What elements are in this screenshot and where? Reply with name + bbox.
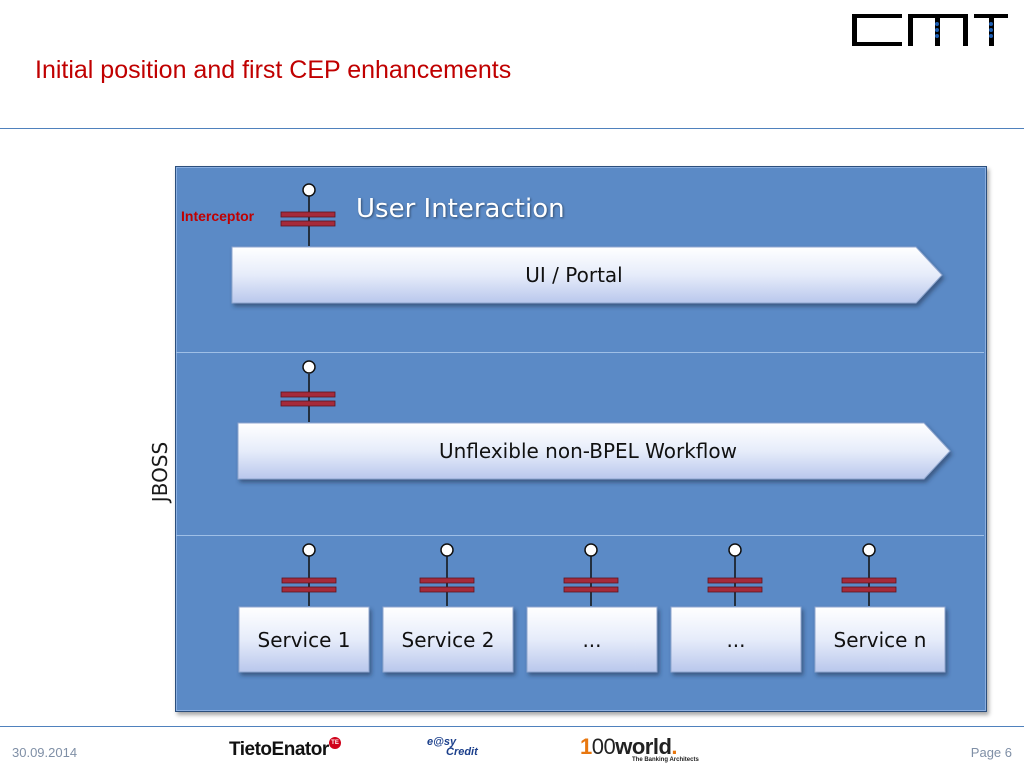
workflow-label: Unflexible non-BPEL Workflow [438,439,738,463]
100world-tagline: The Banking Architects [632,757,699,763]
ui-portal-arrow [231,246,943,304]
interceptor-label: Interceptor [181,208,255,224]
interceptor-service-5 [841,543,897,606]
100world-logo-word: world [615,734,672,759]
service-label-1: Service 1 [257,627,351,652]
user-interaction-title: User Interaction [356,194,565,224]
service-box-3 [526,606,658,673]
cmt-logo [852,14,1008,46]
cmt-logo-letter-c [852,14,902,46]
service-label-5: Service n [833,627,927,652]
interceptor-service-3 [563,543,619,606]
service-box-2 [382,606,514,673]
interceptor-service-1 [281,543,337,606]
footer-date: 30.09.2014 [12,745,78,760]
100world-logo-dot: . [671,734,678,759]
workflow-arrow [237,422,951,480]
service-label-2: Service 2 [401,627,495,652]
footer-page-number: Page 6 [970,745,1012,760]
easycredit-logo-line2: Credit [446,746,478,758]
section-divider-1 [176,352,984,353]
tietoenator-logo: TietoEnator [229,739,329,760]
interceptor-service-2 [419,543,475,606]
slide-title: Initial position and first CEP enhanceme… [35,56,512,84]
service-box-4 [670,606,802,673]
service-box-1 [238,606,370,673]
service-box-5 [814,606,946,673]
100world-logo-one: 1 [580,734,592,759]
footer-rule [0,726,1024,727]
easycredit-logo-line1: e@sy [427,736,457,748]
interceptor-workflow [280,360,336,422]
tietoenator-badge-icon: TE [329,737,341,749]
interceptor-ui [280,183,336,246]
100world-logo-oo: 00 [591,734,616,759]
header-rule [0,128,1024,129]
service-label-4: ... [726,627,746,652]
100world-logo: 100world. [580,734,678,760]
ui-portal-label: UI / Portal [525,263,623,287]
section-divider-2 [176,535,984,536]
interceptor-service-4 [707,543,763,606]
service-label-3: ... [582,627,602,652]
